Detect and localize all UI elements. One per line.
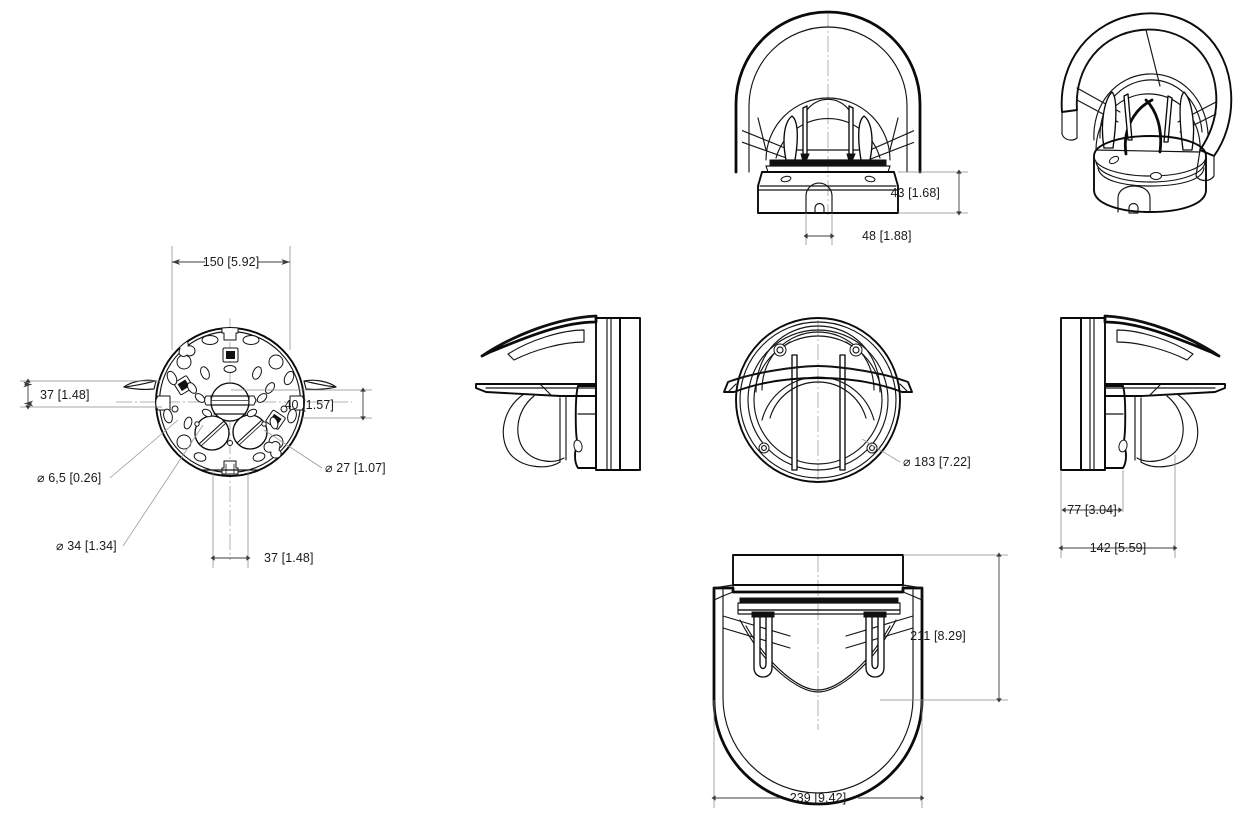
right-view-shield-slot	[1116, 329, 1194, 361]
top-view-cable-hole	[814, 202, 825, 214]
dim-hole-small: ⌀ 6,5 [0.26]	[37, 471, 101, 485]
front-view-top-screws	[773, 341, 863, 357]
front-view-internals	[761, 354, 875, 471]
top-view-fins	[783, 98, 873, 162]
right-view-bracket-back	[1080, 317, 1106, 471]
front-view-ring-2	[739, 321, 897, 479]
iso-cable-entry	[1117, 185, 1151, 213]
plate-pin-holes	[171, 405, 288, 446]
plate-slotted-screws	[194, 414, 268, 451]
front-view-ring-3	[747, 329, 889, 471]
camera-right-side-view: 77 [3.04] 142 [5.59]	[1058, 314, 1226, 558]
dim-base-slot-width: 48 [1.88]	[862, 229, 912, 243]
plate-round-bosses	[176, 354, 284, 450]
plate-dimensions: 150 [5.92] 37 [1.48] 40 [1.57] 37	[20, 246, 386, 568]
plate-bottom-tab	[221, 460, 239, 475]
bottom-view-shoulder-left	[713, 584, 734, 601]
camera-top-view: 43 [1.68] 48 [1.88]	[734, 10, 968, 245]
plate-oval-slots	[163, 335, 297, 462]
dim-plate-left-offset: 37 [1.48]	[40, 388, 90, 402]
left-view-wall-plate	[619, 317, 641, 471]
dim-total-width: 239 [9.42]	[790, 791, 847, 805]
dim-hole-large: ⌀ 34 [1.34]	[56, 539, 117, 553]
top-view-screw-right	[864, 175, 876, 183]
front-view-dimensions: ⌀ 183 [7.22]	[861, 438, 971, 469]
iso-base-body	[1093, 135, 1207, 213]
right-view-brim	[1104, 383, 1226, 397]
iso-screw-left	[1108, 155, 1120, 165]
front-view-outer-ring	[735, 317, 901, 483]
front-view-shield-arc	[755, 325, 881, 393]
dim-hole-medium: ⌀ 27 [1.07]	[325, 461, 386, 475]
plate-square-holes	[173, 347, 286, 430]
top-view-shield-outer	[734, 10, 922, 174]
camera-top-view-dimensions: 43 [1.68] 48 [1.88]	[803, 169, 968, 245]
top-view-shield-inner	[748, 26, 908, 173]
right-view-screw	[1118, 439, 1128, 453]
dim-total-height: 211 [8.29]	[910, 629, 966, 643]
camera-left-side-view	[475, 314, 641, 471]
left-view-screw	[573, 439, 583, 453]
top-view-screw-left	[780, 175, 792, 183]
iso-screw-right	[1150, 172, 1162, 180]
bottom-view-shoulder-right	[902, 584, 923, 601]
right-view-dome-profile	[1140, 393, 1199, 468]
bottom-view-internals	[722, 597, 914, 693]
top-view-dark-band	[769, 159, 887, 167]
left-view-bracket-back	[595, 317, 621, 471]
camera-bottom-view: 211 [8.29] 239 [9.42]	[711, 552, 1008, 808]
iso-cable-hole	[1128, 202, 1139, 214]
left-view-dome-profile	[502, 393, 561, 468]
dim-plate-bottom-offset: 37 [1.48]	[264, 551, 314, 565]
camera-iso-view	[1060, 12, 1233, 214]
front-view-bottom-screws	[758, 442, 878, 454]
top-view-cable-entry	[805, 182, 833, 214]
left-view-bracket-body	[574, 385, 597, 469]
dim-dome-diameter: ⌀ 183 [7.22]	[903, 455, 971, 469]
top-view-dome	[765, 97, 891, 161]
left-view-shield-slot	[507, 329, 585, 361]
left-view-brim	[475, 383, 597, 397]
dim-plate-width: 150 [5.92]	[203, 255, 260, 269]
mounting-plate-view: 150 [5.92] 37 [1.48] 40 [1.57] 37	[20, 246, 386, 568]
front-view-ring-4	[753, 335, 883, 465]
plate-central-gland	[203, 382, 257, 424]
right-view-wall-plate	[1060, 317, 1082, 471]
iso-inner-dome	[1093, 73, 1209, 141]
dim-plate-right-offset: 40 [1.57]	[284, 398, 334, 412]
iso-shield-outer	[1060, 12, 1233, 157]
plate-left-nub	[156, 395, 171, 411]
right-view-bracket-body	[1104, 385, 1127, 469]
camera-bottom-view-dimensions: 211 [8.29] 239 [9.42]	[711, 552, 1008, 808]
plate-side-tabs	[123, 379, 337, 390]
dim-base-height: 43 [1.68]	[890, 186, 940, 200]
dim-total-depth: 142 [5.59]	[1090, 541, 1147, 555]
camera-front-view: ⌀ 183 [7.22]	[723, 317, 971, 483]
plate-top-tab	[221, 328, 239, 341]
camera-right-side-dimensions: 77 [3.04] 142 [5.59]	[1058, 455, 1178, 558]
bottom-view-shield-inner	[722, 589, 914, 794]
dim-bracket-depth: 77 [3.04]	[1067, 503, 1117, 517]
plate-features	[156, 328, 304, 475]
